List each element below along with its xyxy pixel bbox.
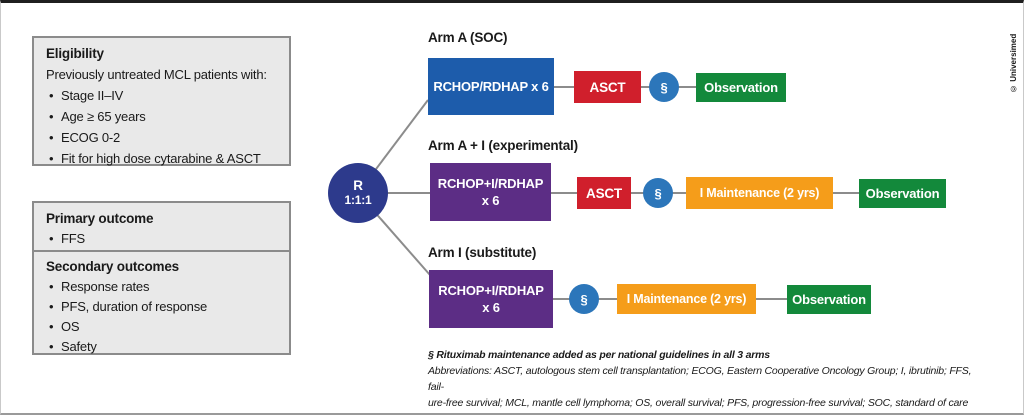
secondary-outcome-bullet: PFS, duration of response	[46, 297, 277, 317]
abbreviations-line1: Abbreviations: ASCT, autologous stem cel…	[428, 365, 972, 393]
eligibility-bullet: ECOG 0-2	[46, 127, 277, 148]
primary-outcome-bullet: FFS	[46, 229, 277, 249]
arm-a-i-section-mark: §	[643, 178, 673, 208]
secondary-outcome-bullet: Response rates	[46, 277, 277, 297]
eligibility-bullet: Stage II–IV	[46, 85, 277, 106]
arm-a-label: Arm A (SOC)	[428, 30, 508, 45]
eligibility-bullet: Age ≥ 65 years	[46, 106, 277, 127]
section-mark-note: § Rituximab maintenance added as per nat…	[428, 349, 770, 361]
secondary-outcomes-title: Secondary outcomes	[46, 259, 179, 274]
eligibility-panel: Eligibility Previously untreated MCL pat…	[32, 36, 291, 169]
randomization-ratio: 1:1:1	[344, 193, 372, 207]
arm-i-section-mark: §	[569, 284, 599, 314]
arm-a-induction-box: RCHOP/RDHAP x 6	[428, 58, 554, 115]
eligibility-list: Stage II–IV Age ≥ 65 years ECOG 0-2 Fit …	[46, 85, 277, 169]
footnotes: § Rituximab maintenance added as per nat…	[428, 347, 984, 411]
eligibility-bullet: Fit for high dose cytarabine & ASCT	[46, 148, 277, 169]
secondary-outcomes-list: Response rates PFS, duration of response…	[46, 277, 277, 357]
eligibility-title: Eligibility	[46, 46, 104, 61]
arm-a-induction-text: RCHOP/RDHAP x 6	[433, 79, 549, 94]
arm-a-section-mark: §	[649, 72, 679, 102]
primary-outcome-panel: Primary outcome FFS	[32, 201, 291, 252]
arm-i-maintenance-box: I Maintenance (2 yrs)	[617, 284, 756, 314]
arm-a-i-observation-box: Observation	[859, 179, 946, 208]
primary-outcome-list: FFS	[46, 229, 277, 249]
arm-i-induction-line2: x 6	[482, 300, 500, 315]
copyright-credit: © Universimed	[1009, 33, 1018, 93]
arm-a-asct-box: ASCT	[574, 71, 641, 103]
arm-a-i-label: Arm A + I (experimental)	[428, 138, 578, 153]
arm-i-label: Arm I (substitute)	[428, 245, 537, 260]
secondary-outcome-bullet: OS	[46, 317, 277, 337]
arm-i-induction-line1: RCHOP+I/RDHAP	[438, 283, 544, 298]
arm-a-i-induction-line1: RCHOP+I/RDHAP	[437, 176, 544, 191]
randomization-circle: R 1:1:1	[328, 163, 388, 223]
randomization-label: R	[353, 178, 363, 193]
arm-i-induction-box: RCHOP+I/RDHAP x 6	[429, 270, 553, 328]
arm-a-i-induction-line2: x 6	[481, 193, 500, 208]
arm-a-observation-box: Observation	[696, 73, 786, 102]
arm-i-observation-box: Observation	[787, 285, 871, 314]
secondary-outcome-bullet: Safety	[46, 337, 277, 357]
secondary-outcomes-panel: Secondary outcomes Response rates PFS, d…	[32, 250, 291, 357]
arm-a-i-asct-box: ASCT	[577, 177, 631, 209]
eligibility-intro: Previously untreated MCL patients with:	[46, 67, 267, 82]
abbreviations-line2: ure-free survival; MCL, mantle cell lymp…	[428, 397, 969, 409]
arm-a-i-maintenance-box: I Maintenance (2 yrs)	[686, 177, 833, 209]
primary-outcome-title: Primary outcome	[46, 211, 154, 226]
arm-a-i-induction-box: RCHOP+I/RDHAP x 6	[430, 163, 551, 221]
